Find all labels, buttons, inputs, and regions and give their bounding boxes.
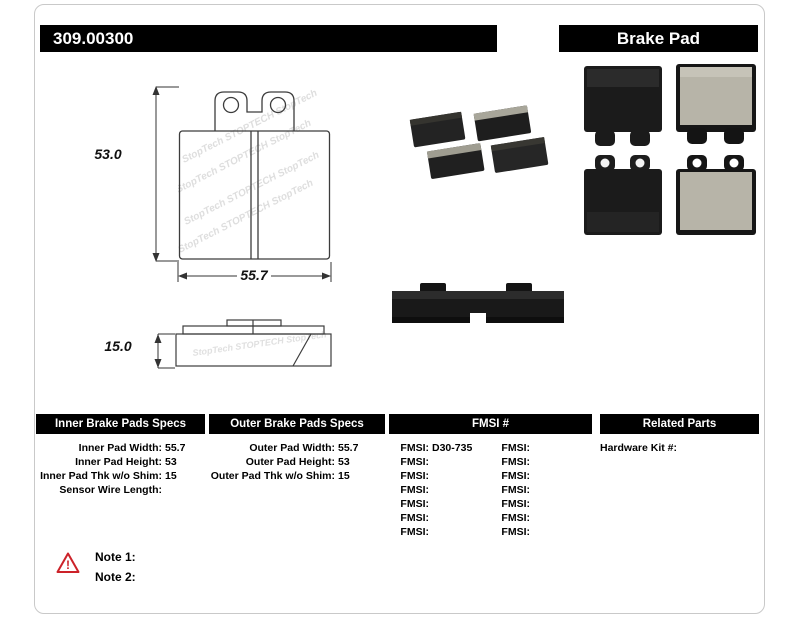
pad-ears-outline [214, 91, 295, 131]
part-number: 309.00300 [53, 29, 134, 48]
width-dim-label: 55.7 [229, 267, 279, 283]
part-number-header: 309.00300 [40, 25, 497, 52]
fmsi-value [432, 469, 488, 483]
fmsi-label: FMSI: [400, 512, 429, 524]
note-2: Note 2: [95, 570, 136, 584]
spec-label: Inner Pad Thk w/o Shim: [40, 470, 162, 482]
fmsi-value: D30-735 [432, 442, 473, 454]
spec-row: Inner Pad Height: 53 [36, 455, 205, 469]
spec-label: Inner Pad Height: [75, 456, 162, 468]
inner-specs-header: Inner Brake Pads Specs [36, 414, 205, 434]
pad-set-photo [409, 105, 549, 179]
svg-text:!: ! [66, 558, 70, 572]
fmsi-value [432, 497, 488, 511]
fmsi-row: FMSI: FMSI: [389, 455, 592, 469]
width-dim-text: 55.7 [237, 267, 271, 283]
spec-value: 15 [165, 470, 177, 482]
thickness-dimension-line [154, 333, 175, 369]
page-border [34, 4, 765, 614]
fmsi-label: FMSI: [501, 456, 530, 468]
height-dimension-line [152, 86, 179, 262]
fmsi-row: FMSI: FMSI: [389, 483, 592, 497]
arrow-down-icon [154, 359, 162, 368]
ear-hole-right [269, 96, 287, 114]
photo-pad-back-top [584, 66, 662, 146]
arrow-down-icon [152, 253, 160, 262]
spec-value: 53 [338, 456, 350, 468]
related-label: Hardware Kit #: [600, 442, 678, 454]
fmsi-label: FMSI: [400, 526, 429, 538]
fmsi-label: FMSI: [400, 442, 429, 454]
outer-specs-rows: Outer Pad Width: 55.7 Outer Pad Height: … [209, 441, 385, 483]
related-row: Hardware Kit #: [600, 441, 759, 455]
fmsi-label: FMSI: [501, 470, 530, 482]
side-chamfer-line [292, 333, 312, 367]
spec-label: Outer Pad Thk w/o Shim: [210, 470, 335, 482]
fmsi-label: FMSI: [501, 512, 530, 524]
fmsi-row: FMSI: FMSI: [389, 469, 592, 483]
fmsi-value [432, 511, 488, 525]
spec-value: 53 [165, 456, 177, 468]
spec-value: 15 [338, 470, 350, 482]
arrow-up-icon [152, 86, 160, 95]
warning-triangle-icon: ! [56, 552, 80, 573]
spec-label: Inner Pad Width: [78, 442, 162, 454]
fmsi-row: FMSI: FMSI: [389, 525, 592, 539]
fmsi-label: FMSI: [501, 442, 530, 454]
fmsi-rows: FMSI: D30-735 FMSI: FMSI: FMSI: FMSI: FM… [389, 441, 592, 539]
spec-label: Outer Pad Width: [249, 442, 335, 454]
arrow-right-icon [322, 272, 331, 280]
pad-edge-photo [392, 283, 564, 323]
product-name: Brake Pad [616, 29, 701, 48]
fmsi-label: FMSI: [400, 456, 429, 468]
spec-row: Outer Pad Thk w/o Shim: 15 [209, 469, 385, 483]
fmsi-label: FMSI: [400, 498, 429, 510]
related-parts-header: Related Parts [600, 414, 759, 434]
outer-specs-header: Outer Brake Pads Specs [209, 414, 385, 434]
spec-row: Inner Pad Thk w/o Shim: 15 [36, 469, 205, 483]
fmsi-header: FMSI # [389, 414, 592, 434]
fmsi-row: FMSI: FMSI: [389, 511, 592, 525]
spec-row: Sensor Wire Length: [36, 483, 205, 497]
fmsi-value [432, 455, 488, 469]
inner-specs-rows: Inner Pad Width: 55.7 Inner Pad Height: … [36, 441, 205, 497]
spec-value: 55.7 [338, 442, 359, 454]
related-parts-rows: Hardware Kit #: [600, 441, 759, 455]
spec-value: 55.7 [165, 442, 186, 454]
side-tab-outline [226, 319, 282, 327]
pad-views-photo-grid [584, 64, 756, 235]
fmsi-label: FMSI: [501, 526, 530, 538]
photo-pad-back-bottom [584, 155, 662, 235]
spec-label: Sensor Wire Length: [59, 484, 162, 496]
fmsi-label: FMSI: [501, 498, 530, 510]
product-type-header: Brake Pad [559, 25, 758, 52]
fmsi-label: FMSI: [400, 484, 429, 496]
fmsi-value [432, 483, 488, 497]
note-1: Note 1: [95, 550, 136, 564]
fmsi-label: FMSI: [400, 470, 429, 482]
fmsi-row: FMSI: FMSI: [389, 497, 592, 511]
height-dim-label: 53.0 [94, 146, 122, 162]
spec-row: Outer Pad Width: 55.7 [209, 441, 385, 455]
ear-hole-left [222, 96, 240, 114]
spec-label: Outer Pad Height: [245, 456, 335, 468]
fmsi-row: FMSI: D30-735 FMSI: [389, 441, 592, 455]
arrow-up-icon [154, 334, 162, 343]
front-view-drawing: StopTech STOPTECH StopTech StopTech STOP… [178, 88, 331, 260]
photo-pad-friction-bottom [676, 155, 756, 235]
fmsi-label: FMSI: [501, 484, 530, 496]
photo-pad-friction-top [676, 64, 756, 144]
spec-row: Inner Pad Width: 55.7 [36, 441, 205, 455]
arrow-left-icon [178, 272, 187, 280]
fmsi-value [432, 525, 488, 539]
spec-row: Outer Pad Height: 53 [209, 455, 385, 469]
side-view-drawing: StopTech STOPTECH StopTech [175, 319, 332, 367]
pad-body-outline [178, 130, 331, 260]
thickness-dim-label: 15.0 [104, 338, 132, 354]
